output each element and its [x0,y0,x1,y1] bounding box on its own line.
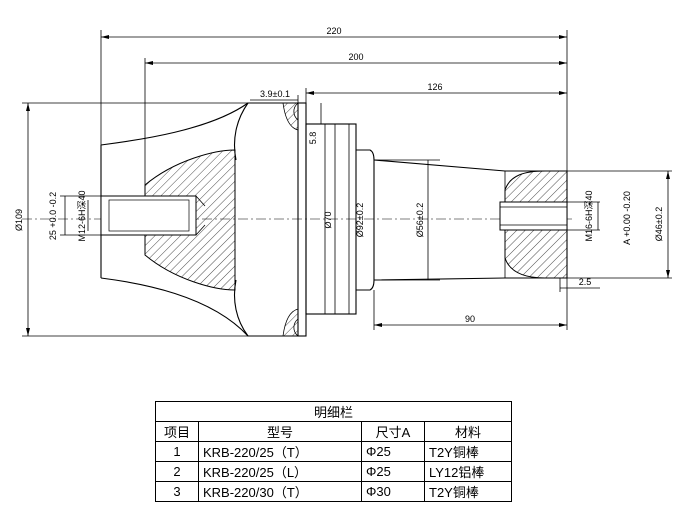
bom-header-material: 材料 [424,421,512,442]
dim-thread-right: M16-6H深40 [584,190,594,241]
bom-cell-material: LY12铝棒 [424,461,512,482]
dim-dia-70: Ø70 [323,211,333,228]
dim-2-5: 2.5 [579,277,592,287]
dim-thread-left: M12-6H深40 [77,190,87,241]
dim-dia-92: Ø92±0.2 [355,203,365,237]
bom-cell-model: KRB-220/30（T） [198,481,362,502]
dim-tol-right: A +0.00 -0.20 [622,191,632,245]
bom-header-row: 项目 型号 尺寸A 材料 [155,421,512,442]
bom-header-model: 型号 [198,421,362,442]
bom-cell-item: 2 [155,461,199,482]
left-section-hatch [100,149,236,291]
right-section-hatch [499,170,568,279]
table-row: 1 KRB-220/25（T） Φ25 T2Y铜棒 [155,441,512,462]
dim-dia-56: Ø56±0.2 [415,203,425,237]
technical-drawing: 220 200 126 3.9±0.1 5.8 Ø109 M12-6H深40 2… [14,26,672,337]
dim-200: 200 [348,52,363,62]
dim-5-8: 5.8 [308,132,318,145]
dim-90: 90 [465,314,475,324]
table-row: 2 KRB-220/25（L） Φ25 LY12铝棒 [155,461,512,482]
bom-cell-material: T2Y铜棒 [424,481,512,502]
bom-header-item: 项目 [155,421,199,442]
flange-hatch [282,102,299,337]
dim-3-9: 3.9±0.1 [260,89,290,99]
dim-220: 220 [326,26,341,36]
bom-cell-size: Φ25 [361,461,425,482]
bom-cell-size: Φ25 [361,441,425,462]
dim-tol-left: 25 +0.0 -0.2 [48,192,58,240]
dim-126: 126 [427,82,442,92]
bom-cell-material: T2Y铜棒 [424,441,512,462]
bom-cell-model: KRB-220/25（L） [198,461,362,482]
dimension-lines [22,30,672,337]
bom-cell-item: 3 [155,481,199,502]
table-row: 3 KRB-220/30（T） Φ30 T2Y铜棒 [155,481,512,502]
dim-dia-109: Ø109 [14,209,24,231]
dim-dia-46: Ø46±0.2 [654,207,664,241]
bom-title: 明细栏 [155,401,512,422]
bom-cell-model: KRB-220/25（T） [198,441,362,462]
bom-header-size: 尺寸A [361,421,425,442]
bom-cell-item: 1 [155,441,199,462]
bom-cell-size: Φ30 [361,481,425,502]
bill-of-materials-table: 明细栏 项目 型号 尺寸A 材料 1 KRB-220/25（T） Φ25 T2Y… [155,401,512,502]
